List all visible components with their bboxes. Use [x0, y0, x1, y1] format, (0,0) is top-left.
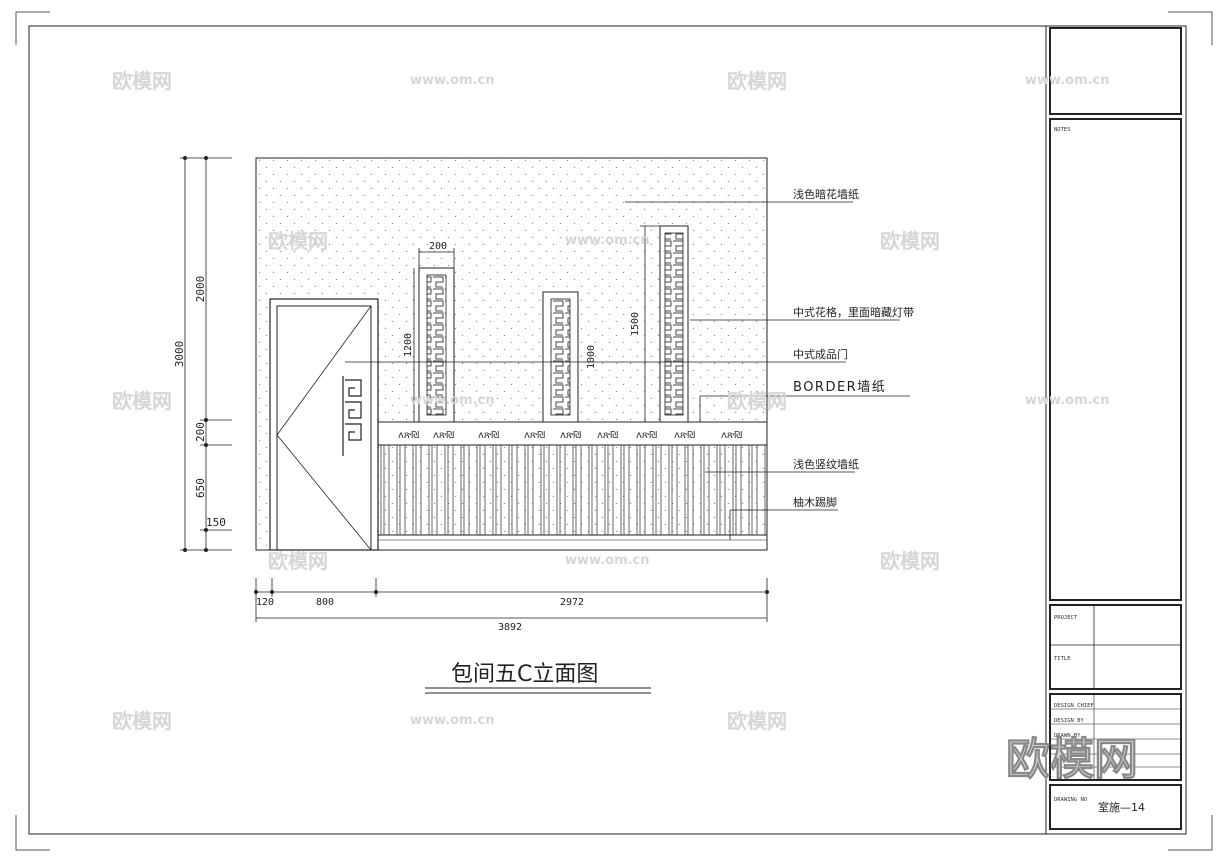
- watermark-logo: 欧模网: [112, 389, 172, 413]
- svg-text:ʌጽ₪: ʌጽ₪: [478, 430, 499, 441]
- label-chinese-door: 中式成品门: [793, 347, 848, 361]
- dim-lattice3: 1500: [630, 312, 641, 336]
- dim-lattice1: 1200: [403, 333, 414, 357]
- watermark-logo: 欧模网: [727, 389, 787, 413]
- chinese-door: [269, 298, 379, 551]
- watermark-logo: 欧模网: [112, 709, 172, 733]
- title-label: TITLE: [1054, 656, 1071, 662]
- watermark-logo: 欧模网: [880, 229, 940, 253]
- svg-text:ʌጽ₪: ʌጽ₪: [597, 430, 618, 441]
- dim-total-height: 3000: [173, 341, 186, 368]
- label-pattern-wallpaper: 浅色暗花墙纸: [793, 187, 859, 201]
- watermark-site: www.om.cn: [410, 393, 495, 408]
- watermark-logo: 欧模网: [268, 229, 328, 253]
- lattice-dimensions: [413, 225, 660, 422]
- bottom-dimensions: [253, 578, 770, 622]
- watermark-logo: 欧模网: [727, 709, 787, 733]
- watermark-site: www.om.cn: [410, 713, 495, 728]
- dim-skirting: 150: [206, 516, 226, 529]
- svg-text:ʌጽ₪: ʌጽ₪: [524, 430, 545, 441]
- label-border-wallpaper: BORDER墙纸: [793, 380, 886, 395]
- drawing-title: 包间五C立面图: [451, 662, 598, 687]
- watermark-logo: 欧模网: [727, 69, 787, 93]
- dim-door-width: 800: [316, 597, 334, 608]
- leader-lines: [345, 201, 910, 540]
- title-block: NOTES PROJECT TITLE DESIGN CHIEF DESIGN …: [1045, 25, 1187, 835]
- drawing-number: 室施—14: [1098, 800, 1145, 814]
- label-stripe-wallpaper: 浅色竖纹墙纸: [793, 457, 859, 471]
- svg-text:ʌጽ₪: ʌጽ₪: [433, 430, 454, 441]
- label-chinese-lattice: 中式花格，里面暗藏灯带: [793, 305, 914, 319]
- project-label: PROJECT: [1054, 615, 1078, 621]
- watermarks: 欧模网 欧模网 欧模网 欧模网 欧模网 欧模网 欧模网 欧模网 欧模网 欧模网 …: [112, 69, 1138, 785]
- svg-text:ʌጽ₪: ʌጽ₪: [398, 430, 419, 441]
- border-motifs: ʌጽ₪ ʌጽ₪ ʌጽ₪ ʌጽ₪ ʌጽ₪ ʌጽ₪ ʌጽ₪ ʌጽ₪ ʌጽ₪: [398, 430, 742, 441]
- watermark-logo: 欧模网: [112, 69, 172, 93]
- dim-upper: 2000: [194, 276, 207, 303]
- watermark-site: www.om.cn: [1025, 73, 1110, 88]
- watermark-site: www.om.cn: [565, 233, 650, 248]
- watermark-site: www.om.cn: [1025, 393, 1110, 408]
- dim-band: 200: [194, 422, 207, 442]
- dim-wall-width: 2972: [560, 597, 584, 608]
- dim-total-width: 3892: [498, 622, 522, 633]
- design-chief-label: DESIGN CHIEF: [1054, 703, 1094, 709]
- svg-text:ʌጽ₪: ʌጽ₪: [674, 430, 695, 441]
- watermark-logo-large: 欧模网: [1006, 734, 1138, 785]
- svg-text:ʌጽ₪: ʌጽ₪: [721, 430, 742, 441]
- notes-label: NOTES: [1054, 127, 1071, 133]
- dim-lattice2: 1000: [586, 345, 597, 369]
- drawing-no-label: DRAWING NO: [1054, 797, 1087, 803]
- watermark-site: www.om.cn: [410, 73, 495, 88]
- design-by-label: DESIGN BY: [1054, 718, 1084, 724]
- svg-text:ʌጽ₪: ʌጽ₪: [636, 430, 657, 441]
- svg-text:ʌጽ₪: ʌጽ₪: [560, 430, 581, 441]
- drawn-by-label: DRAWN BY: [1054, 733, 1081, 739]
- dim-lower: 650: [194, 478, 207, 498]
- label-skirting: 柚木踢脚: [793, 495, 837, 509]
- door-ornament: [342, 376, 362, 456]
- lattice-panels: [418, 225, 689, 423]
- dim-lattice-width: 200: [429, 241, 447, 252]
- watermark-logo: 欧模网: [268, 549, 328, 573]
- dim-left-offset: 120: [256, 597, 274, 608]
- watermark-logo: 欧模网: [880, 549, 940, 573]
- left-dimensions: [180, 155, 232, 553]
- watermark-site: www.om.cn: [565, 553, 650, 568]
